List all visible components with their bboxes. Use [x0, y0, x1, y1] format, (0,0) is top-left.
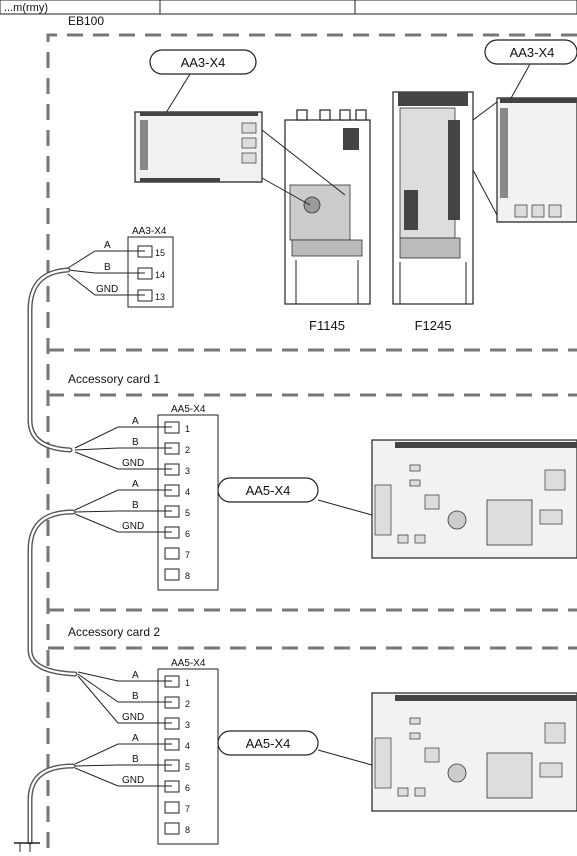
header-table: ...m(rmy)	[0, 0, 577, 15]
card1-out-gnd: GND	[122, 521, 144, 532]
terminal-aa5-x4-card1: AA5-X4 1 2 3 4 5 6 7 8 A B GND A B GND	[74, 404, 219, 591]
aa3-signal-gnd: GND	[96, 284, 118, 295]
card2-pin-7: 7	[185, 804, 190, 814]
card1-pin-7: 7	[185, 550, 190, 560]
aa3-signal-a: A	[104, 240, 111, 251]
card2-out-a: A	[132, 733, 139, 744]
card1-pin-2: 2	[185, 445, 190, 455]
eb100-title: EB100	[68, 14, 104, 28]
card1-callout-label: AA5-X4	[246, 483, 291, 498]
card1-terminal-label: AA5-X4	[171, 404, 206, 415]
card2-in-a: A	[132, 670, 139, 681]
card1-pin-4: 4	[185, 487, 190, 497]
aa3-pin-14: 14	[155, 270, 165, 280]
aa3-board-right	[472, 97, 577, 223]
aa5-board-card2	[371, 692, 577, 812]
callout-aa3-right: AA3-X4	[484, 39, 577, 101]
card1-in-b: B	[132, 437, 139, 448]
card1-pin-8: 8	[185, 571, 190, 581]
aa3-board-left	[134, 111, 263, 183]
card1-in-gnd: GND	[122, 458, 144, 469]
card1-pin-1: 1	[185, 424, 190, 434]
terminal-aa3-x4-label: AA3-X4	[132, 226, 167, 237]
unit-f1245: F1245	[392, 91, 474, 333]
card2-pin-3: 3	[185, 720, 190, 730]
card1-pin-3: 3	[185, 466, 190, 476]
callout-aa5-card2: AA5-X4	[217, 730, 373, 766]
unit-f1145-label: F1145	[309, 318, 345, 333]
section-eb100: EB100	[46, 14, 577, 855]
card2-callout-label: AA5-X4	[246, 736, 291, 751]
callout-aa3-right-label: AA3-X4	[510, 45, 555, 60]
card2-pin-5: 5	[185, 762, 190, 772]
card1-out-b: B	[132, 500, 139, 511]
callout-aa3-left-label: AA3-X4	[181, 55, 226, 70]
unit-f1245-label: F1245	[415, 318, 452, 333]
card2-out-gnd: GND	[122, 775, 144, 786]
header-cell-1: ...m(rmy)	[4, 2, 48, 14]
callout-aa3-left: AA3-X4	[147, 49, 257, 143]
card2-pin-2: 2	[185, 699, 190, 709]
card2-in-b: B	[132, 691, 139, 702]
card1-out-a: A	[132, 479, 139, 490]
section-card1: Accessory card 1	[48, 372, 577, 612]
card2-terminal-label: AA5-X4	[171, 658, 206, 669]
card2-in-gnd: GND	[122, 712, 144, 723]
card2-out-b: B	[132, 754, 139, 765]
cable-eb100-card1	[27, 267, 73, 453]
aa5-board-card1	[371, 439, 577, 559]
card1-title: Accessory card 1	[68, 372, 160, 386]
terminal-aa5-x4-card2: AA5-X4 1 2 3 4 5 6 7 8 A B GND A B GND	[74, 658, 219, 845]
card1-in-a: A	[132, 416, 139, 427]
aa3-pin-15: 15	[155, 248, 165, 258]
cable-card1-card2	[27, 509, 78, 677]
card2-pin-8: 8	[185, 825, 190, 835]
unit-f1145: F1145	[261, 109, 371, 333]
aa3-pin-13: 13	[155, 292, 165, 302]
cable-card2-out	[14, 763, 76, 852]
card1-pin-5: 5	[185, 508, 190, 518]
card2-pin-6: 6	[185, 783, 190, 793]
aa3-signal-b: B	[104, 262, 111, 273]
card2-title: Accessory card 2	[68, 625, 160, 639]
terminal-aa3-x4: AA3-X4 15 14 13 A B GND	[67, 226, 174, 308]
section-card2: Accessory card 2	[48, 625, 577, 650]
card1-pin-6: 6	[185, 529, 190, 539]
callout-aa5-card1: AA5-X4	[217, 477, 373, 516]
card2-pin-1: 1	[185, 678, 190, 688]
card2-pin-4: 4	[185, 741, 190, 751]
